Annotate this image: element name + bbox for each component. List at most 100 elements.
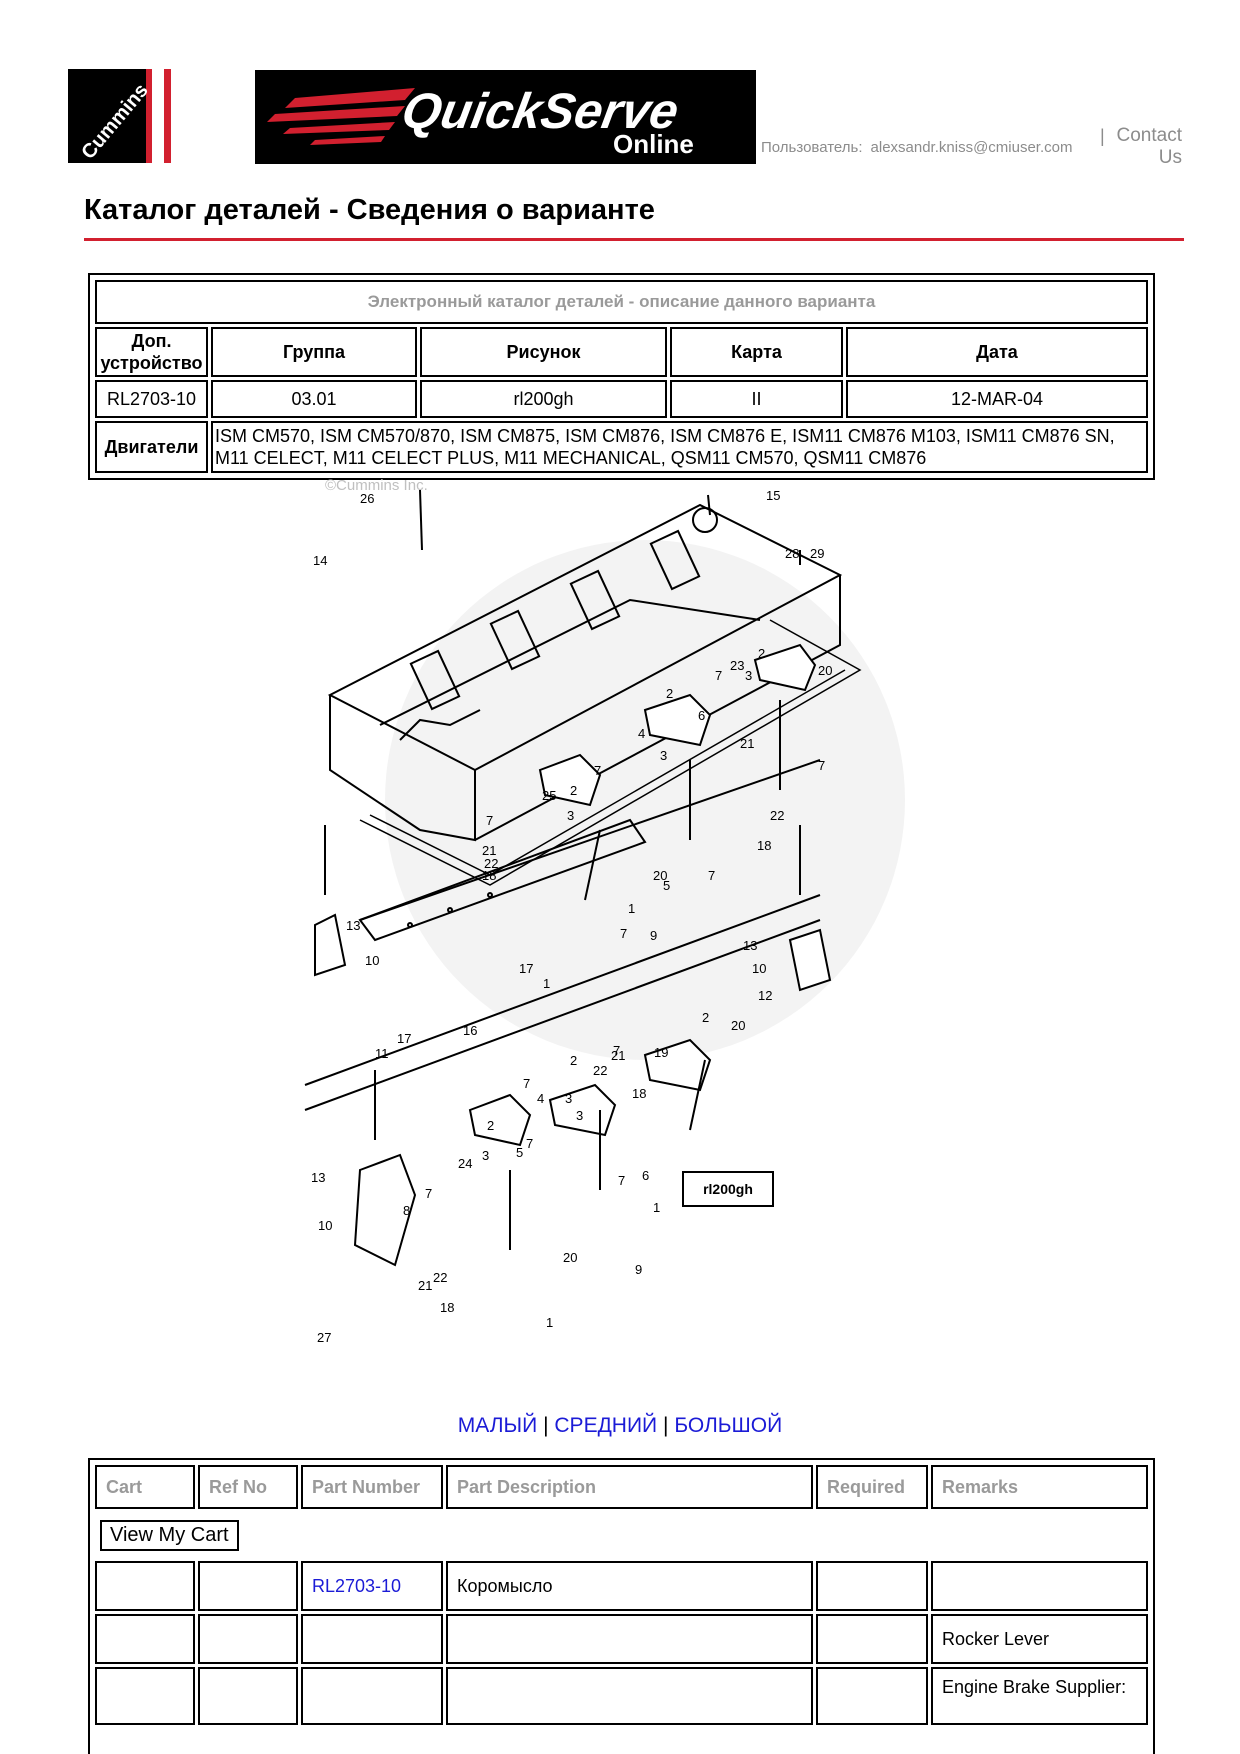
- remarks-cell: Engine Brake Supplier:: [931, 1667, 1148, 1725]
- size-small-link[interactable]: МАЛЫЙ: [457, 1414, 538, 1437]
- callout-label: 2: [758, 646, 765, 661]
- callout-label: 20: [563, 1250, 577, 1265]
- callout-label: 3: [660, 748, 667, 763]
- callout-label: 13: [311, 1170, 325, 1185]
- callout-label: 15: [766, 488, 780, 503]
- callout-label: 7: [425, 1186, 432, 1201]
- value-map: II: [670, 380, 843, 418]
- figure-label-box: rl200gh: [682, 1171, 774, 1207]
- callout-label: 1: [546, 1315, 553, 1330]
- user-label: Пользователь:: [761, 139, 863, 156]
- callout-label: 7: [715, 668, 722, 683]
- callout-label: 5: [663, 878, 670, 893]
- pushrods: [509, 700, 781, 1250]
- callout-label: 12: [758, 988, 772, 1003]
- size-medium-link[interactable]: СРЕДНИЙ: [554, 1414, 658, 1437]
- callout-label: 6: [642, 1168, 649, 1183]
- callout-label: 7: [818, 758, 825, 773]
- header-map: Карта: [670, 327, 843, 377]
- callout-label: 21: [611, 1048, 625, 1063]
- callout-label: 18: [440, 1300, 454, 1315]
- ref-cell: [198, 1614, 298, 1664]
- callout-label: 1: [653, 1200, 660, 1215]
- cart-cell: [95, 1614, 195, 1664]
- user-email: alexsandr.kniss@cmiuser.com: [870, 139, 1073, 156]
- col-remarks: Remarks: [931, 1465, 1148, 1509]
- rocker-shaft: [358, 759, 821, 942]
- ref-cell: [198, 1561, 298, 1611]
- remarks-cell: [931, 1561, 1148, 1611]
- part-number-cell: RL2703-10: [301, 1561, 443, 1611]
- callout-label: 21: [418, 1278, 432, 1293]
- copyright-text: ©Cummins Inc.: [325, 477, 428, 494]
- callout-label: 6: [698, 708, 705, 723]
- callout-label: 3: [567, 808, 574, 823]
- part-number-cell: [301, 1614, 443, 1664]
- header-group: Группа: [211, 327, 417, 377]
- size-large-link[interactable]: БОЛЬШОЙ: [674, 1414, 783, 1437]
- callout-label: 2: [702, 1010, 709, 1025]
- variant-info-table: Электронный каталог деталей - описание д…: [88, 273, 1155, 480]
- callout-label: 18: [757, 838, 771, 853]
- cart-cell: [95, 1667, 195, 1725]
- banner-subtitle: Online: [613, 129, 694, 159]
- callout-label: 20: [653, 868, 667, 883]
- callout-label: 11: [375, 1046, 389, 1061]
- value-group: 03.01: [211, 380, 417, 418]
- rocker-levers: [314, 643, 832, 1267]
- quickserve-banner[interactable]: QuickServe Online: [255, 70, 756, 164]
- callout-label: 2: [666, 686, 673, 701]
- callout-label: 21: [482, 843, 496, 858]
- callout-label: 17: [519, 961, 533, 976]
- contact-us-link[interactable]: Contact Us: [1110, 125, 1182, 169]
- image-size-links: МАЛЫЙ | СРЕДНИЙ | БОЛЬШОЙ: [0, 1414, 1240, 1438]
- description-cell: [446, 1667, 813, 1725]
- callout-label: 17: [397, 1031, 411, 1046]
- callout-label: 22: [770, 808, 784, 823]
- required-cell: [816, 1667, 928, 1725]
- callout-label: 22: [593, 1063, 607, 1078]
- col-part-description: Part Description: [446, 1465, 813, 1509]
- callout-label: 22: [484, 856, 498, 871]
- callout-label: 9: [635, 1262, 642, 1277]
- table-caption: Электронный каталог деталей - описание д…: [95, 280, 1148, 324]
- size-sep-2: |: [663, 1414, 669, 1437]
- page-title: Каталог деталей - Сведения о варианте: [84, 194, 655, 226]
- header-separator: |: [1100, 126, 1105, 146]
- callout-label: 18: [482, 868, 496, 883]
- view-my-cart-button[interactable]: View My Cart: [100, 1519, 239, 1551]
- callout-label: 7: [594, 763, 601, 778]
- parts-diagram[interactable]: ©Cummins Inc.: [300, 470, 940, 1400]
- description-cell: Коромысло: [446, 1561, 813, 1611]
- callout-label: 10: [365, 953, 379, 968]
- callout-label: 23: [730, 658, 744, 673]
- description-cell: [446, 1614, 813, 1664]
- callout-label: 28: [785, 546, 799, 561]
- callout-label: 20: [818, 663, 832, 678]
- part-number-link[interactable]: RL2703-10: [312, 1575, 402, 1596]
- callout-label: 26: [360, 491, 374, 506]
- value-figure: rl200gh: [420, 380, 667, 418]
- callout-label: 19: [654, 1045, 668, 1060]
- contact-line-2: Us: [1158, 147, 1182, 168]
- table-row: RL2703-10 Коромысло: [95, 1561, 1148, 1611]
- cart-cell[interactable]: [95, 1561, 195, 1611]
- required-cell: [816, 1561, 928, 1611]
- callout-label: 3: [745, 668, 752, 683]
- callout-label: 13: [743, 938, 757, 953]
- callout-label: 7: [613, 1043, 620, 1058]
- callout-label: 7: [708, 868, 715, 883]
- figure-label: rl200gh: [703, 1181, 753, 1197]
- value-date: 12-MAR-04: [846, 380, 1148, 418]
- callout-label: 14: [313, 553, 327, 568]
- title-rule: [84, 238, 1184, 241]
- callout-label: 21: [740, 736, 754, 751]
- col-part-number: Part Number: [301, 1465, 443, 1509]
- callout-label: 16: [463, 1023, 477, 1038]
- lower-shaft: [304, 894, 821, 1111]
- callout-label: 4: [638, 726, 645, 741]
- cummins-logo[interactable]: Cummins: [68, 69, 171, 163]
- callout-label: 7: [526, 1136, 533, 1151]
- callout-label: 2: [487, 1118, 494, 1133]
- quickserve-logo: QuickServe Online: [267, 82, 694, 159]
